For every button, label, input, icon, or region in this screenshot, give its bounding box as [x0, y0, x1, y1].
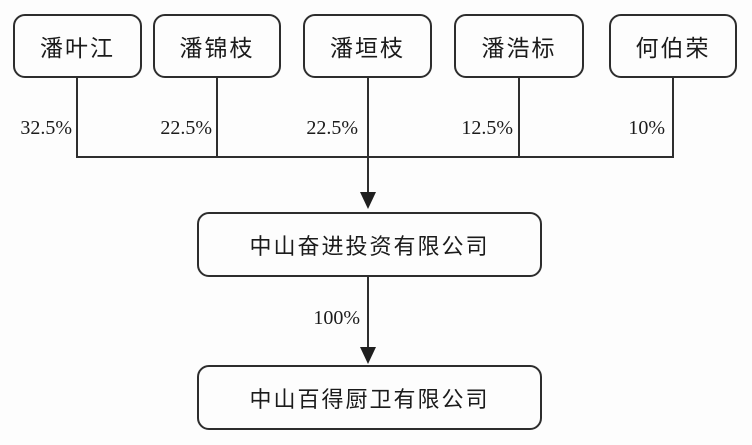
percent-label-1: 32.5%: [20, 117, 72, 139]
shareholder-name: 潘浩标: [481, 36, 557, 61]
shareholder-box-pan-haobiao: 潘浩标: [454, 14, 584, 78]
connector-line-1: [76, 78, 78, 158]
collector-line: [76, 156, 674, 158]
connector-line-4: [518, 78, 520, 158]
shareholder-name: 潘垣枝: [330, 36, 405, 61]
shareholder-box-he-borong: 何伯荣: [609, 14, 737, 78]
arrow-line-to-subsidiary: [367, 277, 369, 349]
shareholder-box-pan-yejiang: 潘叶江: [13, 14, 142, 78]
holding-company-box: 中山奋进投资有限公司: [197, 212, 542, 277]
percent-label-4: 12.5%: [461, 117, 513, 139]
connector-line-5: [672, 78, 674, 158]
shareholder-name: 何伯荣: [635, 36, 711, 61]
shareholder-name: 潘叶江: [40, 36, 115, 61]
percent-label-2: 22.5%: [160, 117, 212, 139]
shareholder-name: 潘锦枝: [179, 36, 255, 61]
subsidiary-company-name: 中山百得厨卫有限公司: [249, 386, 490, 412]
arrow-line-to-holding: [367, 78, 369, 194]
percent-label-3: 22.5%: [306, 117, 358, 139]
arrowhead-to-subsidiary: [360, 347, 376, 364]
subsidiary-company-box: 中山百得厨卫有限公司: [197, 365, 542, 430]
percent-label-5: 10%: [628, 117, 665, 139]
shareholder-box-pan-jinzhi: 潘锦枝: [153, 14, 281, 78]
connector-line-2: [216, 78, 218, 158]
arrowhead-to-holding: [360, 192, 376, 209]
holding-company-name: 中山奋进投资有限公司: [249, 233, 490, 259]
percent-label-100: 100%: [313, 307, 360, 329]
shareholder-box-pan-yuanzhi: 潘垣枝: [303, 14, 432, 78]
